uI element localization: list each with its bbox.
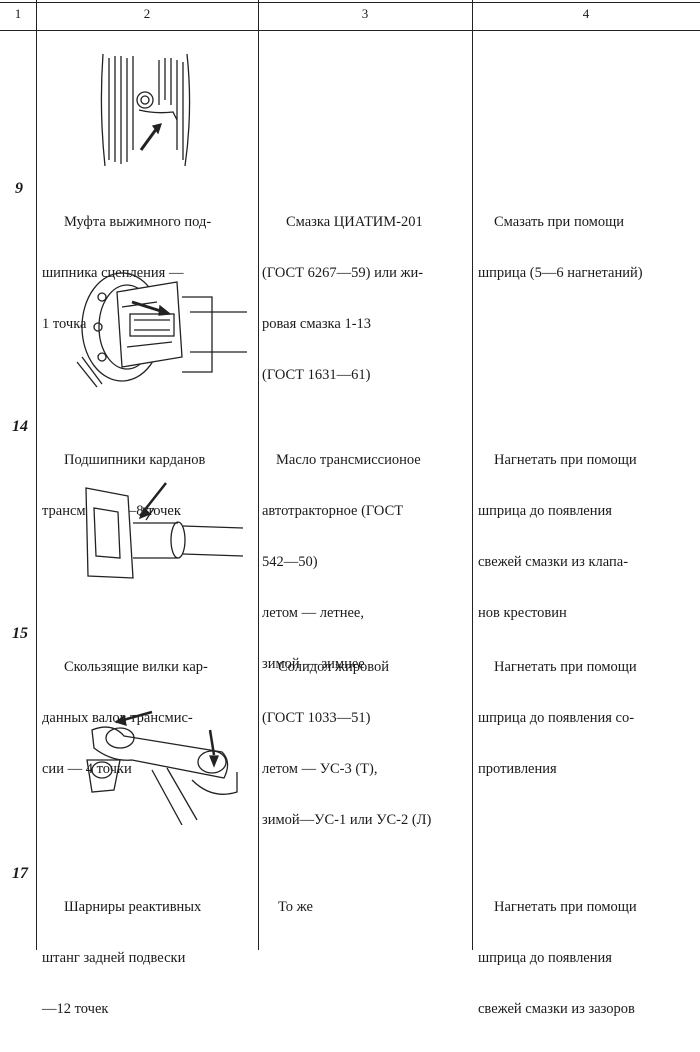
point-name: Муфта выжимного под- шипника сцепления —… bbox=[42, 214, 212, 332]
reaction-rod-joint-illustration bbox=[86, 710, 238, 825]
table-top-border bbox=[0, 2, 700, 3]
point-name: Шарниры реактивных штанг задней подвески… bbox=[42, 899, 202, 1017]
row-number: 17 bbox=[12, 865, 28, 882]
instruction-text: Нагнетать при помощи шприца до появления… bbox=[478, 659, 637, 777]
column-divider-3 bbox=[472, 0, 473, 950]
header-bottom-border bbox=[0, 30, 700, 31]
driveshaft-universal-joint-illustration bbox=[76, 272, 247, 388]
instruction-text: Нагнетать при помощи шприца до появления… bbox=[478, 452, 637, 621]
clutch-bearing-fitting-illustration bbox=[100, 53, 191, 167]
lubricant-text: Масло трансмиссионое автотракторное (ГОС… bbox=[262, 452, 421, 672]
instruction-text: Смазать при помощи шприца (5—6 нагнетани… bbox=[478, 214, 643, 281]
row-number: 9 bbox=[15, 180, 23, 197]
lubricant-text: Смазка ЦИАТИМ-201 (ГОСТ 6267—59) или жи-… bbox=[262, 214, 424, 383]
instruction-text: Нагнетать при помощи шприца до появления… bbox=[478, 899, 637, 1017]
header-col-2: 2 bbox=[143, 6, 151, 21]
column-divider-1 bbox=[36, 0, 37, 950]
column-divider-2 bbox=[258, 0, 259, 950]
slip-yoke-illustration bbox=[85, 482, 243, 579]
header-col-3: 3 bbox=[361, 6, 369, 21]
point-name: Скользящие вилки кар- данных валов транс… bbox=[42, 659, 208, 777]
row-number: 15 bbox=[12, 625, 28, 642]
header-col-1: 1 bbox=[14, 6, 22, 21]
header-col-4: 4 bbox=[582, 6, 590, 21]
document-page: 1 2 3 4 9 Муфта выжимного под- шипника с… bbox=[0, 0, 700, 1017]
row-number: 14 bbox=[12, 418, 28, 435]
lubricant-text: То же bbox=[278, 899, 313, 915]
lubricant-text: Солидол жировой (ГОСТ 1033—51) летом — У… bbox=[262, 659, 432, 828]
